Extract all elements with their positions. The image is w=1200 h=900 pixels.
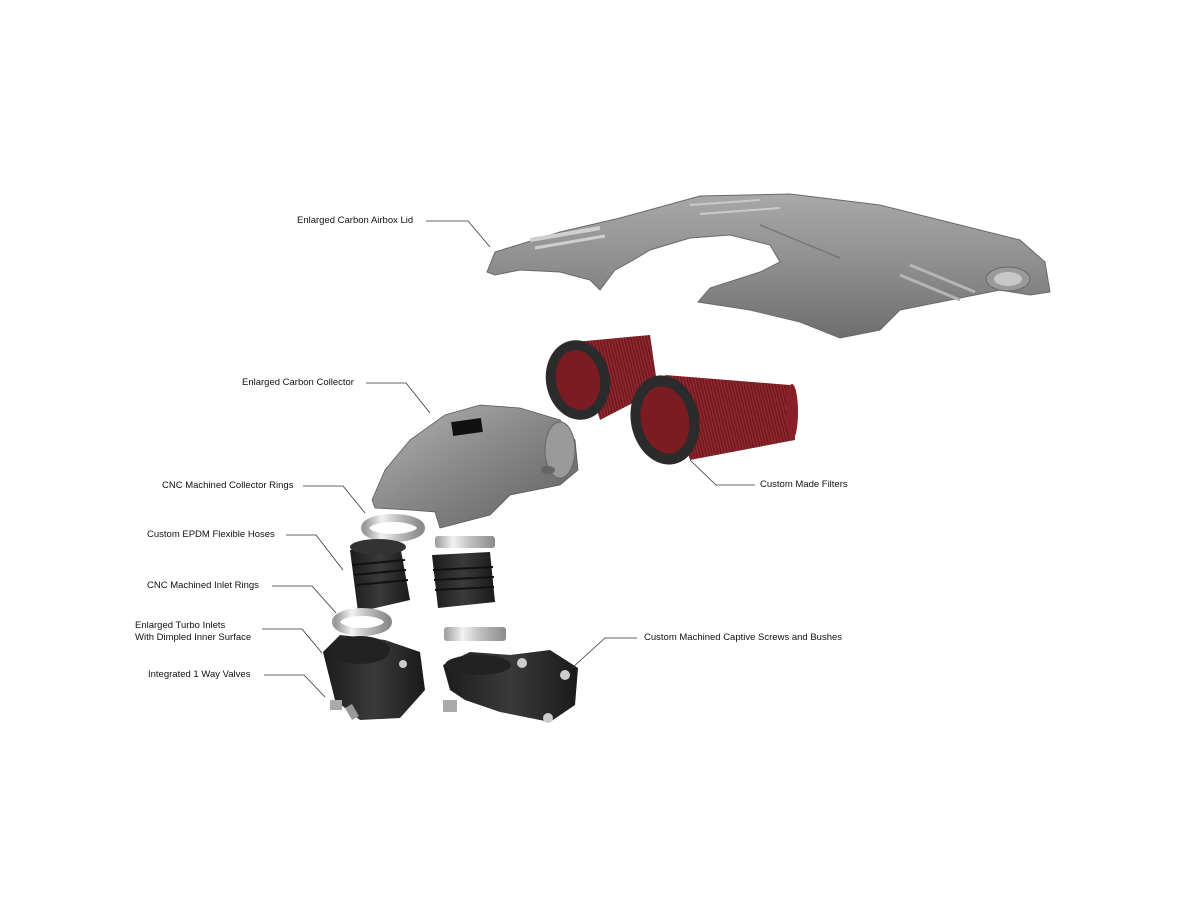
callout-one-way-valves: Integrated 1 Way Valves [148,669,251,680]
carbon-collector-part [371,404,579,529]
callout-turbo-inlets-line1: Enlarged Turbo Inlets [135,620,226,631]
callout-flexible-hoses: Custom EPDM Flexible Hoses [147,529,275,540]
right-inlet-stack [432,536,578,723]
callout-carbon-collector: Enlarged Carbon Collector [242,377,354,388]
callout-turbo-inlets-line2: With Dimpled Inner Surface [135,632,252,643]
callout-airbox-lid: Enlarged Carbon Airbox Lid [297,215,414,226]
airbox-lid-part [486,193,1051,339]
callout-collector-rings: CNC Machined Collector Rings [162,480,294,491]
filter-parts [545,335,798,465]
callout-inlet-rings: CNC Machined Inlet Rings [147,580,259,591]
leader-lines [262,220,755,698]
callout-captive-screws: Custom Machined Captive Screws and Bushe… [644,632,843,643]
callout-filters: Custom Made Filters [760,479,848,490]
callout-turbo-inlets: Enlarged Turbo Inlets With Dimpled Inner… [135,620,251,644]
left-inlet-stack [323,514,425,721]
